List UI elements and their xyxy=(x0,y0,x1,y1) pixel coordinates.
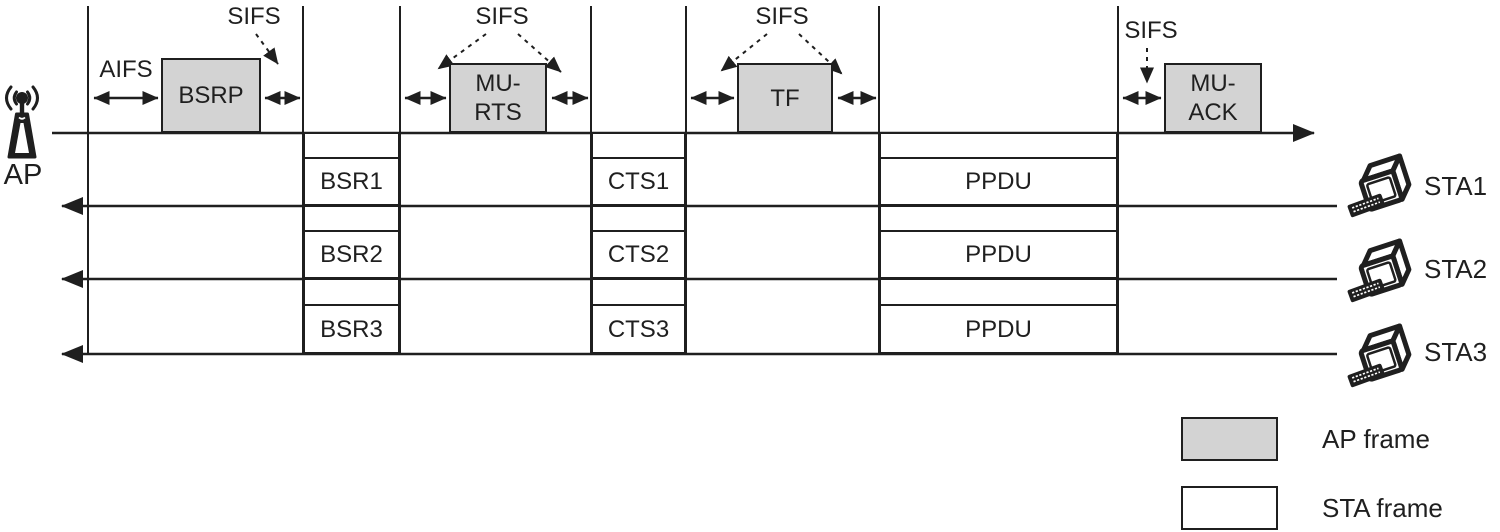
sta2-workstation-icon xyxy=(1347,238,1416,303)
legend-sta-frame-label: STA frame xyxy=(1322,493,1443,523)
sta3-workstation-icon xyxy=(1347,323,1416,388)
legend-ap-frame-label: AP frame xyxy=(1322,424,1430,454)
sifs-callout-3-left xyxy=(720,33,768,72)
legend-ap-frame-swatch xyxy=(1181,417,1278,461)
frame-cts1: CTS1 xyxy=(591,157,686,206)
frame-preamble-ppdu3 xyxy=(879,278,1118,306)
frame-ppdu2: PPDU xyxy=(879,230,1118,279)
frame-preamble-ppdu1 xyxy=(879,132,1118,159)
sta3-label: STA3 xyxy=(1424,337,1488,367)
frame-preamble-ppdu2 xyxy=(879,205,1118,232)
frame-cts2: CTS2 xyxy=(591,230,686,279)
ap-antenna-icon xyxy=(2,84,46,162)
sta2-label: STA2 xyxy=(1424,254,1488,284)
frame-preamble-cts2 xyxy=(591,205,686,232)
sifs-label-3: SIFS xyxy=(755,3,809,30)
sifs-callout-2-left xyxy=(437,33,487,70)
frame-bsr3: BSR3 xyxy=(303,304,400,354)
sifs-label-4: SIFS xyxy=(1124,17,1178,44)
frame-preamble-bsr3 xyxy=(303,278,400,306)
frame-mu-rts: MU- RTS xyxy=(449,63,547,133)
frame-bsr2: BSR2 xyxy=(303,230,400,279)
legend-sta-frame-swatch xyxy=(1181,486,1278,530)
frame-preamble-bsr1 xyxy=(303,132,400,159)
sifs-callout-3-right xyxy=(798,33,843,75)
frame-ppdu3: PPDU xyxy=(879,304,1118,354)
sifs-label-1: SIFS xyxy=(227,3,281,30)
frame-ppdu1: PPDU xyxy=(879,157,1118,206)
timeline-arrows xyxy=(52,124,1337,363)
aifs-label: AIFS xyxy=(99,56,153,83)
frame-preamble-cts3 xyxy=(591,278,686,306)
frame-cts3: CTS3 xyxy=(591,304,686,354)
frame-preamble-cts1 xyxy=(591,132,686,159)
sifs-callout-1 xyxy=(255,33,279,65)
sta1-workstation-icon xyxy=(1347,153,1416,218)
frame-mu-ack: MU- ACK xyxy=(1164,63,1262,133)
sifs-label-2: SIFS xyxy=(475,3,529,30)
frame-bsrp: BSRP xyxy=(161,58,261,133)
frame-preamble-bsr2 xyxy=(303,205,400,232)
sifs-callout-2-right xyxy=(517,33,562,73)
frame-tf: TF xyxy=(737,63,833,133)
frame-bsr1: BSR1 xyxy=(303,157,400,206)
sta1-label: STA1 xyxy=(1424,171,1488,201)
ap-label: AP xyxy=(3,159,43,191)
sifs-callout-arrows xyxy=(255,33,1154,84)
